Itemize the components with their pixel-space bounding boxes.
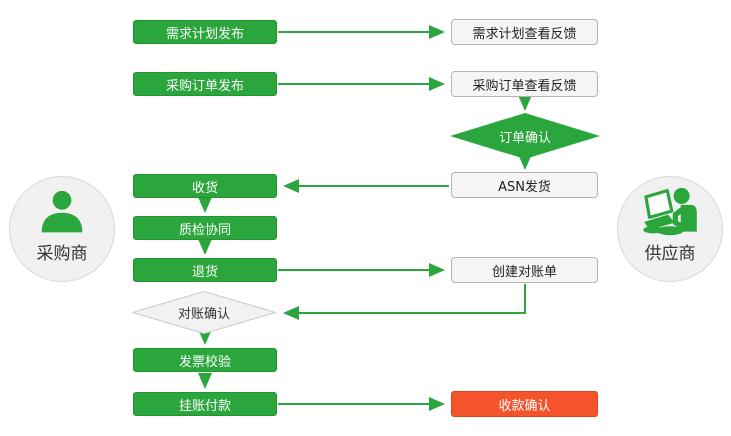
node-create-statement[interactable]: 创建对账单 (451, 257, 598, 283)
node-asn-ship[interactable]: ASN发货 (451, 172, 598, 198)
node-return-goods[interactable]: 退货 (133, 258, 277, 282)
node-statement-confirm-label: 对账确认 (177, 307, 230, 322)
diamond-shape (450, 113, 600, 159)
actor-buyer-label: 采购商 (36, 244, 88, 264)
node-statement-confirm[interactable]: 对账确认 (132, 291, 276, 334)
actor-buyer: 采购商 (9, 176, 115, 282)
actor-supplier: 供应商 (617, 176, 723, 282)
person-laptop-icon (641, 187, 699, 237)
node-demand-plan-publish[interactable]: 需求计划发布 (133, 20, 277, 44)
person-icon (37, 187, 87, 237)
node-po-feedback[interactable]: 采购订单查看反馈 (451, 71, 598, 97)
node-pending-payment[interactable]: 挂账付款 (133, 392, 277, 416)
node-invoice-verify[interactable]: 发票校验 (133, 348, 277, 372)
node-quality-check[interactable]: 质检协同 (133, 216, 277, 240)
node-payment-confirm[interactable]: 收款确认 (451, 391, 598, 417)
actor-supplier-label: 供应商 (644, 244, 696, 264)
node-demand-plan-feedback[interactable]: 需求计划查看反馈 (451, 19, 598, 45)
diamond-shape (132, 291, 276, 334)
node-order-confirm[interactable]: 订单确认 (450, 113, 600, 159)
node-receive[interactable]: 收货 (133, 174, 277, 198)
connector-statement-to-confirm (283, 284, 526, 320)
node-po-publish[interactable]: 采购订单发布 (133, 72, 277, 96)
node-order-confirm-label: 订单确认 (498, 130, 551, 146)
